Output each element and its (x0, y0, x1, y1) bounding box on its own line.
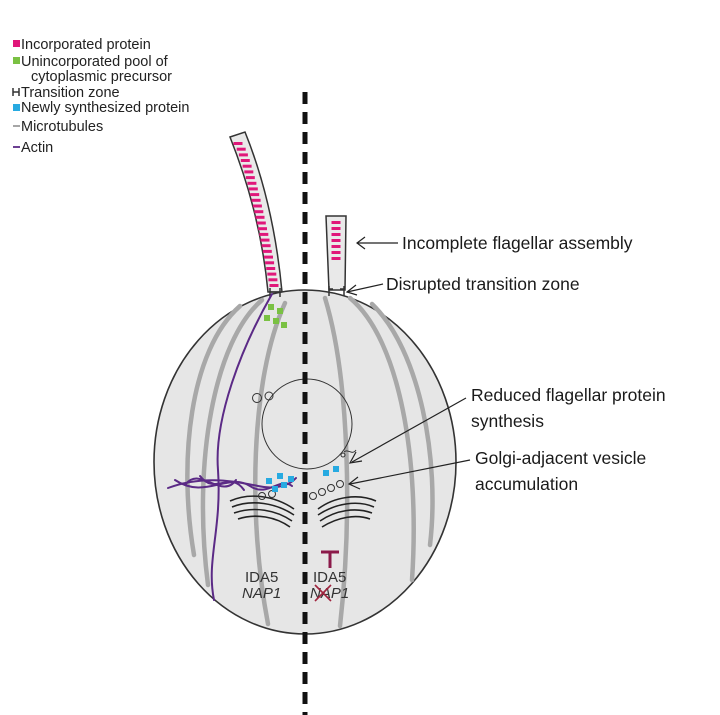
gene-knockout-cross-icon (314, 584, 332, 602)
callout-reduced-synthesis-1: Reduced flagellar protein (471, 385, 666, 405)
incorporated-protein-mark (244, 170, 254, 174)
ribosome-squiggle (343, 449, 357, 453)
incorporated-protein-mark (240, 159, 250, 162)
incorporated-protein-mark (247, 181, 257, 185)
incorporated-protein-mark (251, 198, 261, 202)
incorporated-protein-mark (331, 239, 341, 242)
inhibition-symbol (321, 550, 339, 568)
callout-disrupted-transition: Disrupted transition zone (386, 274, 580, 294)
left-flagellum (229, 131, 283, 293)
actin-filaments (167, 293, 297, 601)
newly-synthesized-protein-left (266, 473, 294, 492)
incorporated-protein-mark (269, 284, 279, 287)
incorporated-protein-mark (264, 255, 273, 259)
incorporated-protein-mark (250, 193, 260, 197)
right-protein-label: IDA5 (313, 569, 346, 586)
legend-unincorporated-swatch (13, 57, 20, 64)
incorporated-protein-mark (236, 147, 246, 151)
legend-transition-label: Transition zone (21, 85, 120, 101)
incorporated-protein-mark (331, 251, 341, 254)
callout-golgi-vesicle-2: accumulation (475, 474, 578, 494)
legend-microtubules-label: Microtubules (21, 119, 103, 135)
callout-reduced-synthesis-2: synthesis (471, 411, 544, 431)
incorporated-protein-mark (256, 221, 266, 225)
incorporated-protein-mark (261, 244, 271, 248)
incorporated-protein-mark (331, 233, 341, 236)
incorporated-protein-mark (259, 232, 269, 236)
left-flagellum-incorporated-protein (233, 142, 279, 287)
incorporated-protein-mark (260, 238, 270, 242)
incorporated-protein-mark (245, 176, 255, 180)
incorporated-protein-mark (258, 227, 267, 231)
cytoplasmic-vesicles (252, 391, 274, 403)
right-transition-zone-disrupted (328, 286, 345, 296)
legend-newly-swatch (13, 104, 20, 111)
incorporated-protein-mark (233, 142, 243, 145)
incorporated-protein-mark (254, 210, 264, 214)
incorporated-protein-mark (331, 257, 341, 260)
legend-transition-zone-icon (12, 88, 20, 96)
legend-incorporated-label: Incorporated protein (21, 37, 151, 53)
incorporated-protein-mark (252, 204, 262, 208)
incorporated-protein-mark (255, 215, 265, 219)
left-protein-label: IDA5 (245, 569, 278, 586)
incorporated-protein-mark (248, 187, 258, 191)
incorporated-protein-mark (265, 261, 275, 265)
legend-incorporated-swatch (13, 40, 20, 47)
legend-newly-label: Newly synthesized protein (21, 100, 189, 116)
unincorporated-precursor-pool (264, 304, 287, 328)
ribosome-dot (340, 452, 346, 458)
newly-synthesized-protein-right (323, 466, 339, 476)
microtubules (185, 295, 435, 629)
incorporated-protein-mark (242, 164, 252, 168)
incorporated-protein-mark (238, 153, 248, 157)
incorporated-protein-mark (268, 278, 278, 282)
right-flagellum (325, 215, 347, 291)
legend: Incorporated protein Unincorporated pool… (12, 37, 189, 156)
golgi-left (229, 495, 295, 528)
incorporated-protein-mark (267, 272, 277, 276)
incorporated-protein-mark (266, 267, 276, 270)
incorporated-protein-mark (331, 227, 341, 230)
accumulated-vesicles-right (309, 480, 344, 500)
legend-unincorporated-label-2: cytoplasmic precursor (31, 69, 172, 85)
incorporated-protein-mark (262, 249, 272, 253)
legend-unincorporated-label-1: Unincorporated pool of (21, 54, 169, 70)
callout-arrows (345, 236, 471, 490)
incorporated-protein-mark (331, 221, 341, 224)
left-gene-label: NAP1 (242, 585, 281, 602)
callout-incomplete-assembly: Incomplete flagellar assembly (402, 233, 633, 253)
incorporated-protein-mark (331, 245, 341, 248)
golgi-right (317, 496, 377, 528)
callout-golgi-vesicle-1: Golgi-adjacent vesicle (475, 448, 646, 468)
right-flagellum-incorporated-protein (331, 221, 341, 260)
legend-actin-label: Actin (21, 140, 53, 156)
